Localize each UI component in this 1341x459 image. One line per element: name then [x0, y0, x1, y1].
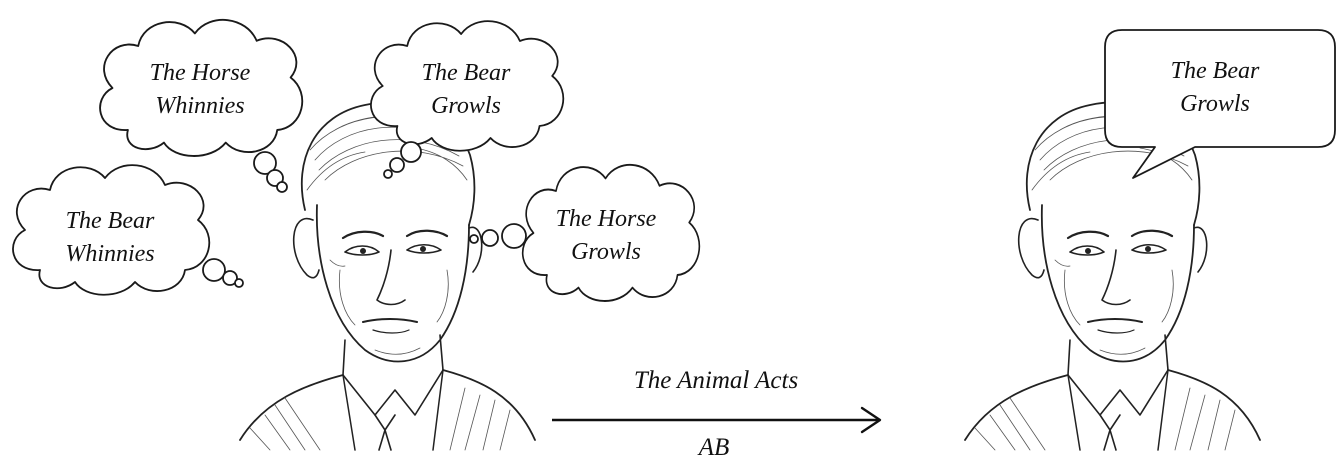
thought-cloud-bear-whinnies: The Bear Whinnies	[12, 164, 244, 296]
thought-cloud-horse-whinnies: The Horse Whinnies	[99, 18, 304, 193]
thought-text-line2: Whinnies	[155, 93, 244, 119]
transition-arrow: The Animal Acts AB	[552, 367, 882, 459]
arrow-label-top: The Animal Acts	[634, 367, 798, 394]
speaking-man-portrait	[963, 101, 1262, 452]
speech-text-line2: Growls	[1180, 91, 1250, 117]
thought-text-line1: The Bear	[66, 208, 155, 234]
thought-text-line2: Whinnies	[65, 241, 154, 267]
thought-text-line1: The Horse	[150, 60, 251, 86]
speech-bubble: The Bear Growls	[1104, 29, 1336, 179]
thought-text-line1: The Bear	[422, 60, 511, 86]
thought-text-line2: Growls	[431, 93, 501, 119]
thought-text-line2: Growls	[571, 239, 641, 265]
arrow-label-bottom: AB	[697, 434, 730, 459]
thought-cloud-horse-growls: The Horse Growls	[469, 163, 701, 302]
thinking-man-portrait	[238, 101, 537, 452]
thought-text-line1: The Horse	[556, 206, 657, 232]
thought-cloud-bear-growls: The Bear Growls	[370, 20, 565, 179]
speech-text-line1: The Bear	[1171, 58, 1260, 84]
